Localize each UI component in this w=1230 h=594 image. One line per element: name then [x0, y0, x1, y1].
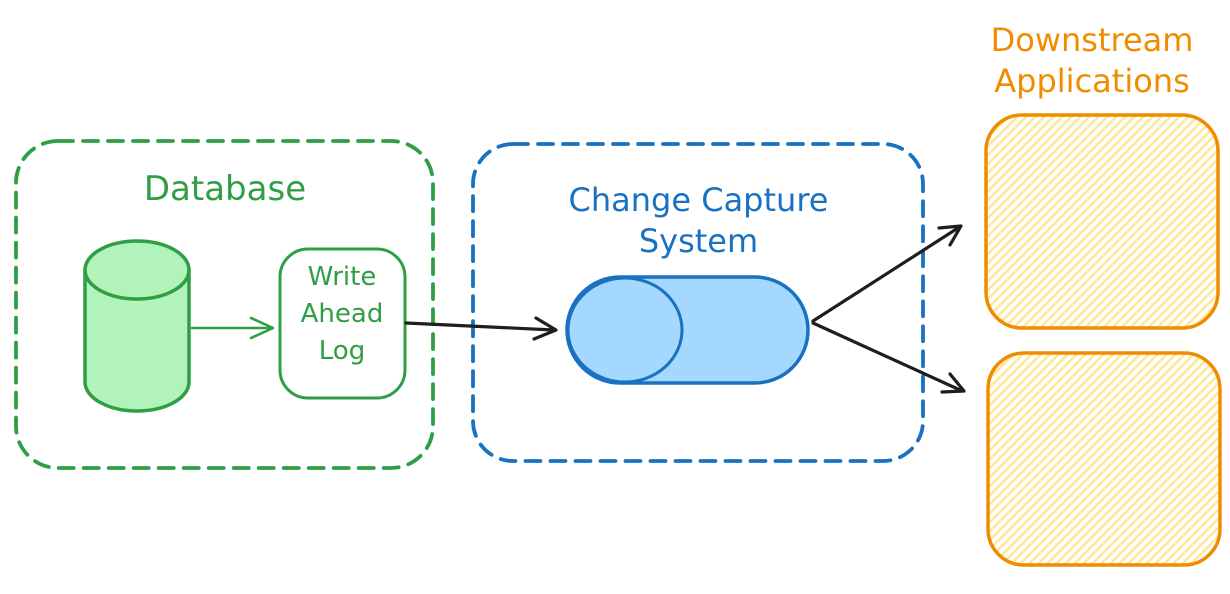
arrow-wal-to-ccs — [404, 316, 558, 341]
change-capture-queue-icon — [565, 275, 810, 385]
arrow-ccs-to-app2 — [811, 321, 966, 394]
arrow-ccs-to-app1 — [811, 224, 963, 323]
downstream-app-box-1 — [984, 113, 1220, 330]
downstream-app-box-2 — [986, 351, 1222, 567]
write-ahead-log-label: Write Ahead Log — [300, 262, 384, 366]
arrow-db-to-wal — [190, 316, 275, 340]
database-cylinder-icon — [83, 239, 191, 413]
change-capture-group-box — [471, 142, 925, 463]
database-group-label: Database — [143, 169, 307, 209]
downstream-applications-label: Downstream Applications — [990, 21, 1194, 100]
change-capture-group-label: Change Capture System — [568, 181, 829, 260]
database-group-box — [14, 139, 435, 470]
